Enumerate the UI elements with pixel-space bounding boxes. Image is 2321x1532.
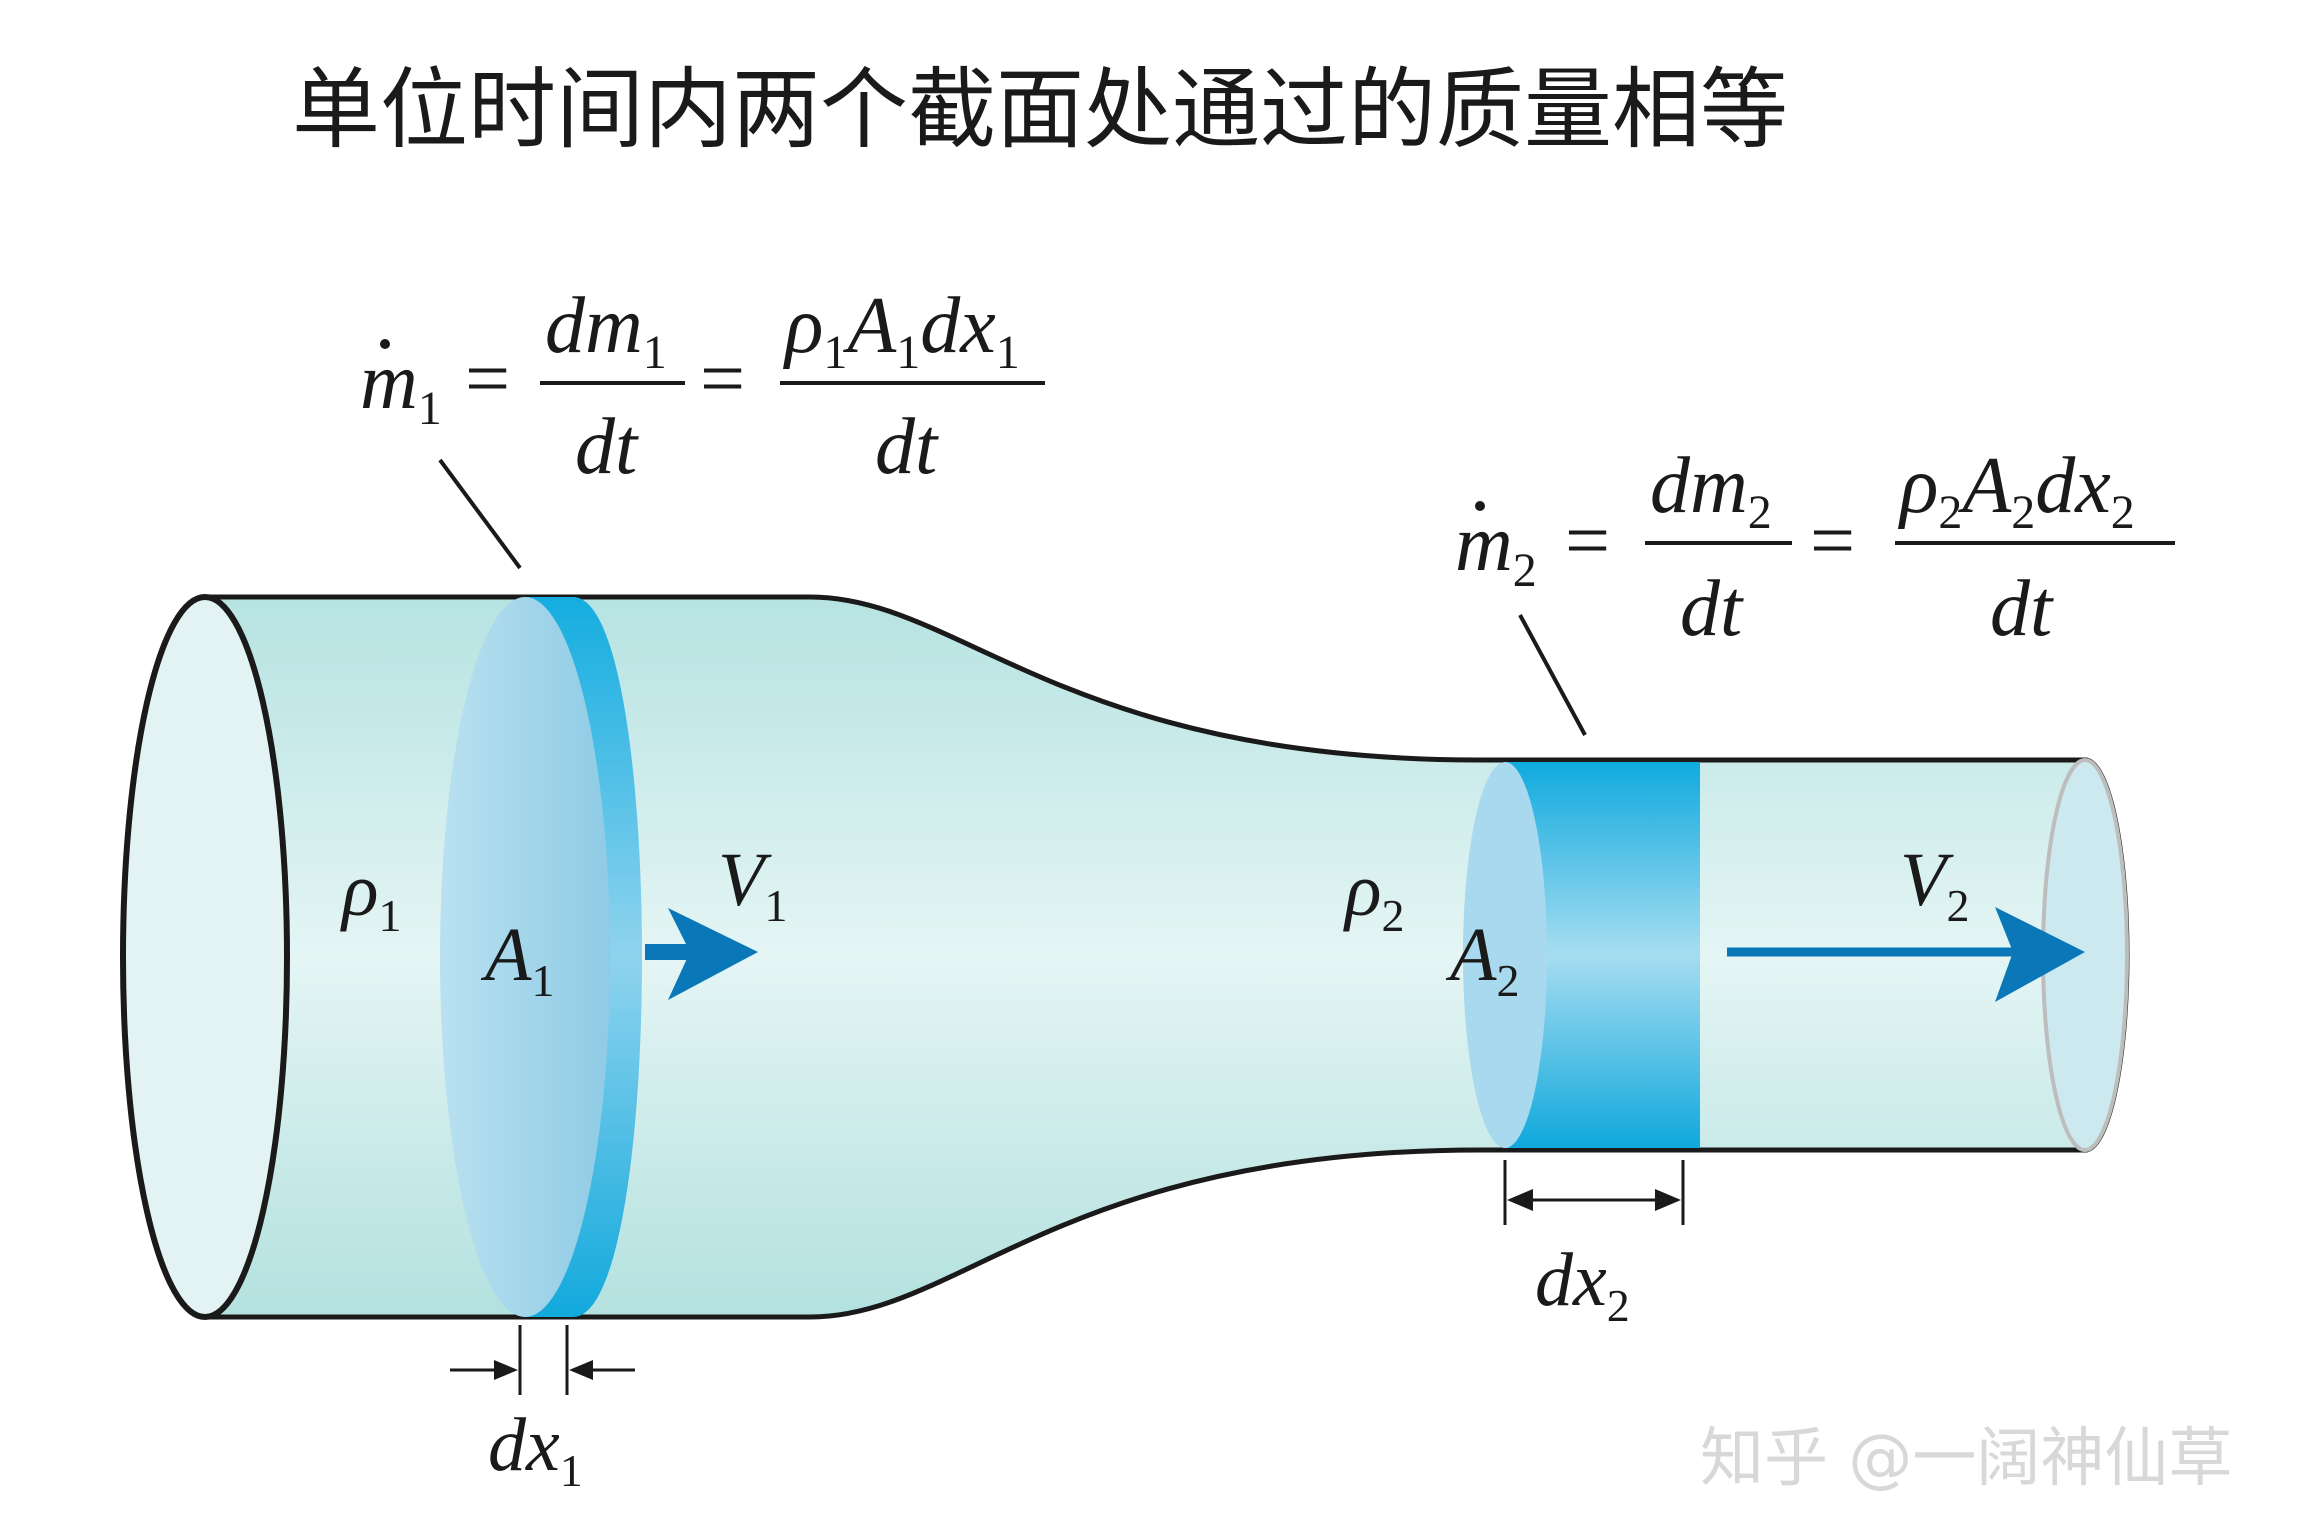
svg-text:m2: m2	[1455, 500, 1537, 597]
section1-frac2-area: A	[842, 282, 897, 370]
svg-text:m1: m1	[360, 338, 442, 435]
section2-mass-flow-formula: m2 = dm2 dt = ρ2A2dx2 dt	[1455, 442, 2175, 653]
section1-mass-flow-formula: m1 = dm1 dt = ρ1A1dx1 dt	[360, 282, 1045, 491]
velocity1-arrow-head	[668, 908, 758, 1000]
rho1-label: ρ1	[340, 848, 401, 941]
dx2-label: dx2	[1535, 1238, 1630, 1331]
section1-frac2-den: dt	[875, 403, 939, 491]
mdot1-dot	[380, 339, 390, 349]
section2-frac2-area: A	[1957, 442, 2012, 530]
section2-frac2-rho: ρ	[1897, 442, 1938, 530]
mdot2-sub: 2	[1513, 544, 1537, 597]
area2-label: A2	[1445, 913, 1519, 1006]
mdot2-dot	[1475, 501, 1485, 511]
section1-equals-1: =	[465, 335, 510, 423]
section2-frac2-den: dt	[1990, 565, 2054, 653]
section1-frac2-rho: ρ	[782, 282, 823, 370]
dx2-arrowhead-right	[1655, 1189, 1681, 1211]
dx1-label: dx1	[488, 1403, 583, 1496]
svg-text:dm2: dm2	[1650, 442, 1772, 539]
section2-equals-2: =	[1810, 497, 1855, 585]
section1-frac1-num: dm	[545, 282, 643, 370]
dx1-arrowhead-right	[569, 1360, 593, 1380]
mdot2-symbol: m	[1455, 500, 1513, 588]
svg-text:ρ2A2dx2: ρ2A2dx2	[1897, 442, 2135, 539]
rho2-label: ρ2	[1343, 848, 1404, 941]
dx1-arrowhead-left	[494, 1360, 518, 1380]
section1-leader-line	[438, 458, 522, 570]
section2-frac1-num-sub: 2	[1748, 486, 1772, 539]
pipe-inlet-opening	[120, 594, 290, 1320]
velocity2-label: V2	[1900, 838, 1969, 931]
section2-equals-1: =	[1565, 497, 1610, 585]
dx2-arrowhead-left	[1507, 1189, 1533, 1211]
diagram-title: 单位时间内两个截面处通过的质量相等	[292, 58, 1788, 161]
mdot1-sub: 1	[418, 382, 442, 435]
svg-text:dm1: dm1	[545, 282, 667, 379]
section1-frac1-den: dt	[575, 403, 639, 491]
section2-frac2-dx: dx	[2035, 442, 2111, 530]
section2-leader-line	[1518, 614, 1587, 736]
svg-text:ρ1A1dx1: ρ1A1dx1	[782, 282, 1020, 379]
section1-slab-face	[440, 597, 610, 1317]
area1-label: A1	[480, 913, 554, 1006]
section2-frac1-den: dt	[1680, 565, 1744, 653]
section2-frac1-num: dm	[1650, 442, 1748, 530]
velocity1-label: V1	[718, 838, 787, 931]
section1-frac2-dx: dx	[920, 282, 996, 370]
watermark-text: 知乎 @一阔神仙草	[1700, 1422, 2232, 1496]
velocity2-arrow-head	[1995, 907, 2085, 1002]
section1-equals-2: =	[700, 335, 745, 423]
section2-cylinder-face	[1463, 762, 1547, 1148]
mdot1-symbol: m	[360, 338, 418, 426]
section1-frac1-num-sub: 1	[643, 326, 667, 379]
